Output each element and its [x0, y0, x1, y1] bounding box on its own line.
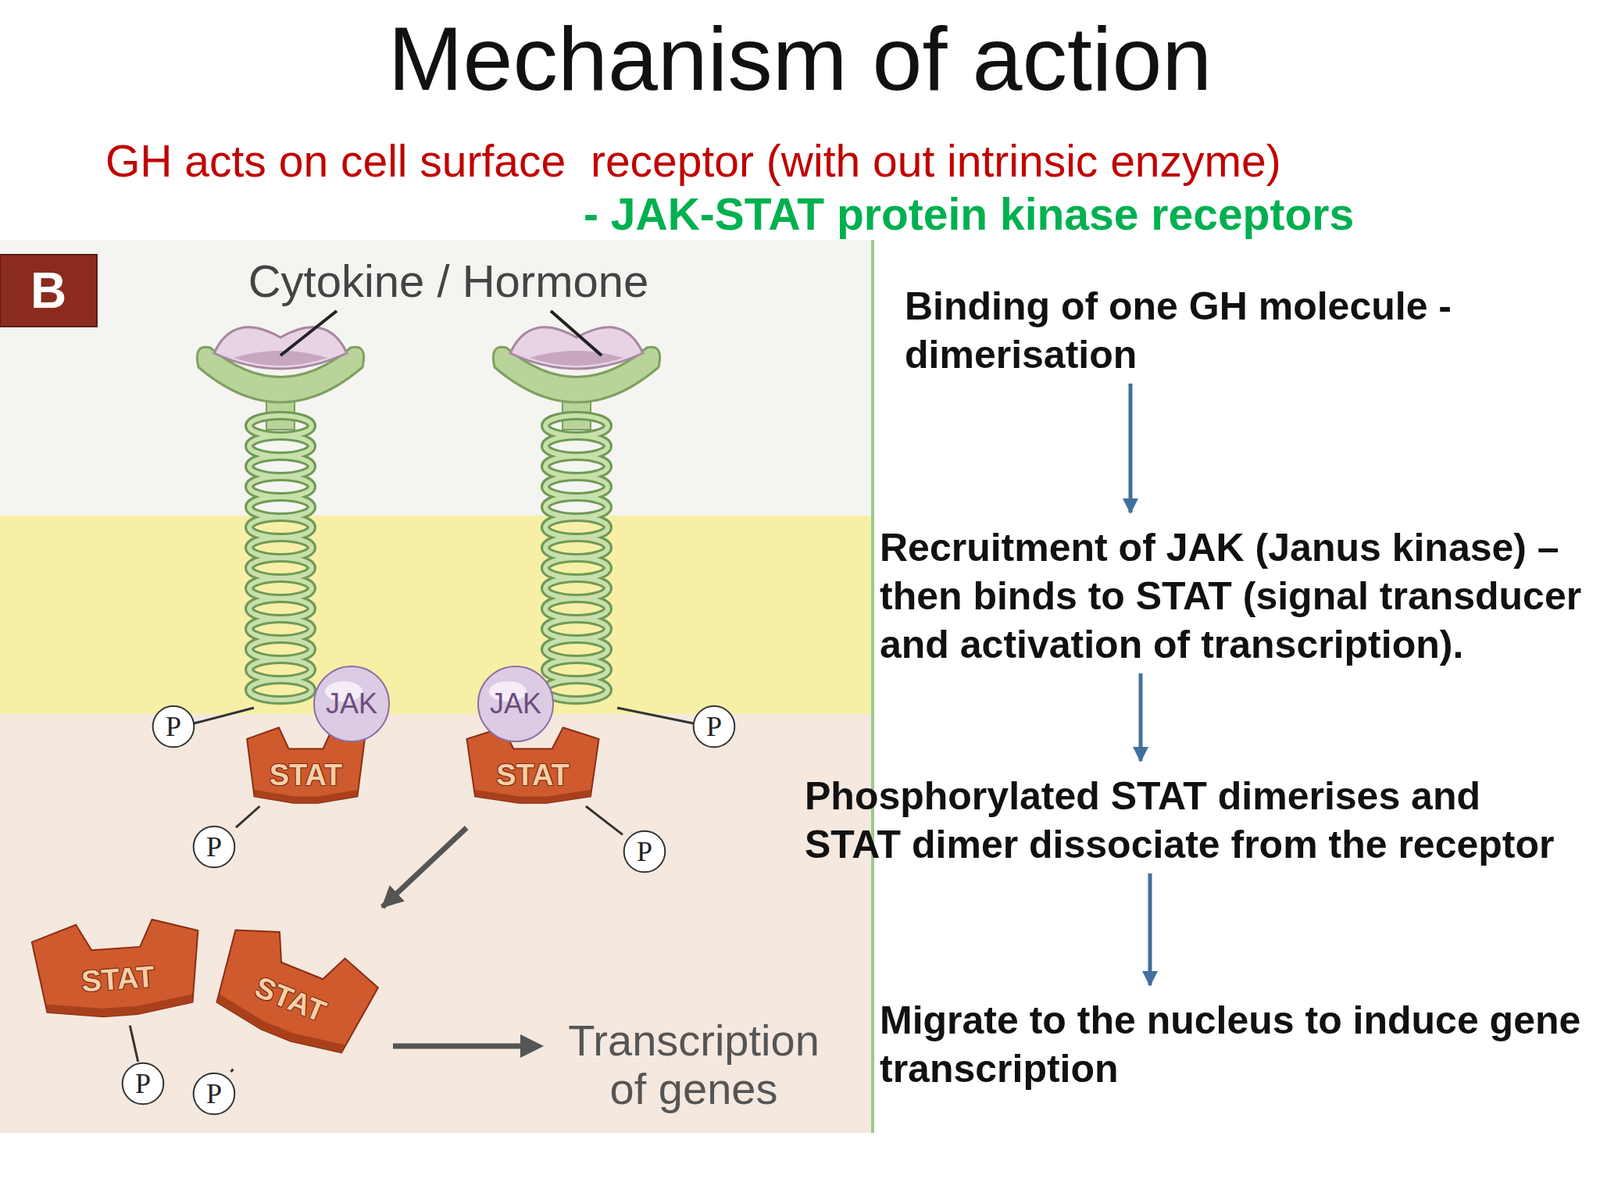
- translocation-arrow: [382, 827, 467, 908]
- phosphate-bond: [585, 806, 623, 835]
- step-text: Binding of one GH molecule - dimerisatio…: [904, 282, 1499, 379]
- transcription-arrow: [392, 1043, 522, 1050]
- output-label: Transcription of genes: [553, 1016, 835, 1114]
- jak-label: JAK: [489, 687, 542, 721]
- hormone-molecule: [214, 327, 347, 369]
- step-label: Binding of one GH molecule - dimerisatio…: [904, 282, 1499, 379]
- panel-letter: B: [0, 254, 97, 327]
- phosphate-circle: P: [121, 1061, 165, 1106]
- leader-line: [280, 310, 337, 356]
- phosphate-bond: [235, 806, 260, 828]
- stat-protein: STAT: [27, 911, 208, 1025]
- step-label: Recruitment of JAK (Janus kinase) – then…: [879, 523, 1599, 669]
- step-text: Phosphorylated STAT dimerises and STAT d…: [804, 771, 1586, 869]
- phosphate-circle: P: [151, 704, 196, 749]
- step-text: Recruitment of JAK (Janus kinase) – then…: [879, 523, 1599, 669]
- p-label: P: [206, 830, 222, 864]
- stat-protein: STAT: [200, 911, 389, 1070]
- hormone-shade: [529, 350, 624, 366]
- p-label: P: [706, 710, 722, 743]
- transcription-arrowhead: [520, 1034, 544, 1058]
- step-label: Phosphorylated STAT dimerises and STAT d…: [804, 771, 1586, 869]
- stat-label: STAT: [496, 758, 570, 793]
- receptor-helix: [545, 415, 608, 700]
- slide-title: Mechanism of action: [0, 14, 1600, 104]
- phosphate-circle: P: [692, 704, 736, 749]
- extracellular-space: [0, 239, 873, 516]
- jak-kinase: JAK: [312, 664, 391, 743]
- jak-label: JAK: [325, 687, 378, 721]
- p-label: P: [206, 1077, 222, 1111]
- step-text: Migrate to the nucleus to induce gene tr…: [879, 996, 1599, 1093]
- receptor: [492, 327, 660, 700]
- step-label: Migrate to the nucleus to induce gene tr…: [879, 996, 1599, 1093]
- flow-arrow: [1128, 383, 1133, 513]
- cytoplasm: [0, 714, 873, 1133]
- receptor-helix: [545, 415, 608, 700]
- flow-arrow: [1148, 873, 1153, 986]
- phosphate-bond: [193, 707, 254, 724]
- leader-line: [550, 310, 602, 356]
- flow-arrow: [1139, 673, 1143, 761]
- panel-border: [871, 239, 875, 1133]
- phosphate-bond: [617, 707, 694, 724]
- receptor-helix: [249, 415, 312, 700]
- subtitle-note: GH acts on cell surface receptor (with o…: [105, 134, 1282, 188]
- p-label: P: [165, 710, 182, 743]
- part-label: Cytokine / Hormone: [229, 253, 668, 309]
- phosphate-bond: [129, 1025, 138, 1062]
- stat-label: STAT: [269, 758, 343, 793]
- p-label: P: [636, 835, 653, 868]
- phosphate-circle: P: [622, 829, 667, 874]
- phosphate-circle: P: [192, 1071, 236, 1116]
- receptor: [196, 327, 364, 700]
- phosphate-circle: P: [192, 825, 236, 869]
- hormone-shade: [233, 350, 328, 366]
- receptor-type: - JAK-STAT protein kinase receptors: [583, 187, 1354, 241]
- cell-membrane: [0, 515, 873, 715]
- p-label: P: [135, 1067, 151, 1100]
- phosphate-bond: [231, 1068, 234, 1072]
- stat-label: STAT: [80, 959, 156, 998]
- jak-kinase: JAK: [476, 664, 555, 743]
- badge-label: B: [30, 261, 67, 320]
- receptor-helix: [249, 415, 312, 700]
